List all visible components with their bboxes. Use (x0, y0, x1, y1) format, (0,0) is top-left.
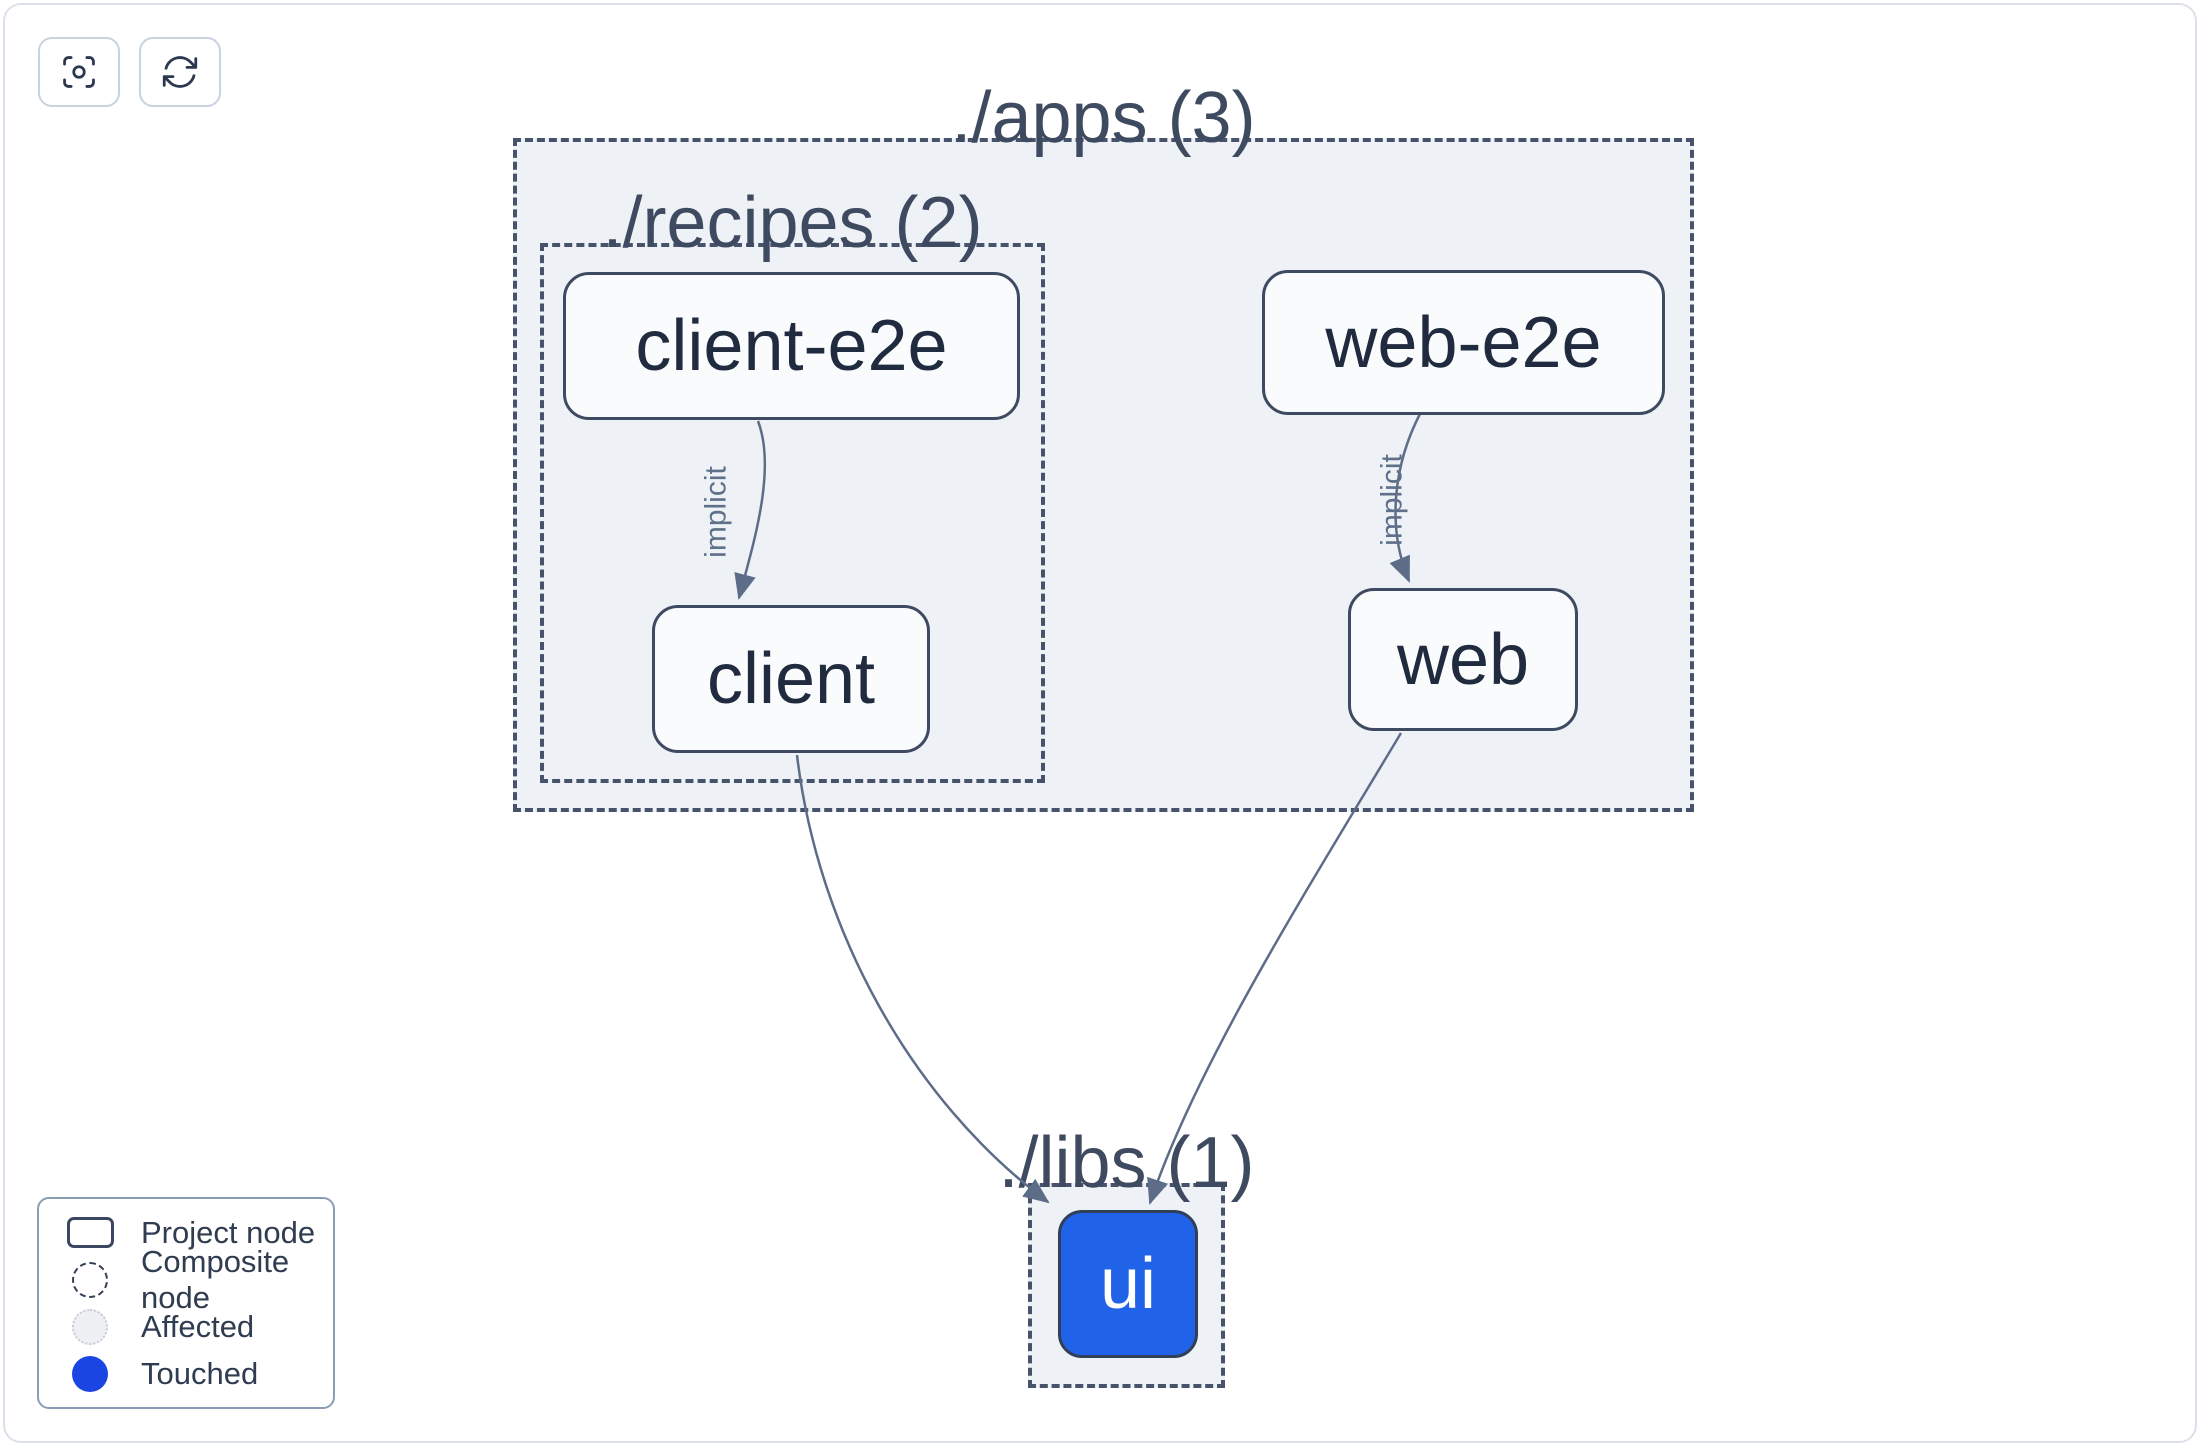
node-client-e2e[interactable]: client-e2e (563, 272, 1020, 420)
arrow-path-icon (159, 51, 201, 93)
node-ui[interactable]: ui (1058, 1210, 1198, 1358)
legend-item-project-node: Project node (39, 1209, 333, 1256)
node-client-e2e-label: client-e2e (635, 306, 948, 386)
legend-label: Project node (141, 1214, 316, 1250)
legend-item-composite-node: Composite node (39, 1244, 333, 1315)
center-graph-button[interactable] (38, 37, 120, 107)
legend-label: Affected (141, 1308, 255, 1344)
edge-client-e2e-to-client[interactable] (734, 420, 767, 600)
legend-item-touched: Touched (39, 1350, 333, 1397)
node-ui-label: ui (1099, 1244, 1157, 1324)
project-node-swatch-icon (66, 1217, 114, 1248)
edge-client-to-ui[interactable] (795, 754, 1050, 1204)
graph-legend: Project node Composite node Affected Tou… (37, 1197, 335, 1409)
edge-label-implicit-web: implicit (1376, 454, 1409, 546)
group-apps-title: ./apps (3) (951, 78, 1256, 159)
legend-item-affected: Affected (39, 1303, 333, 1350)
legend-label: Composite node (141, 1243, 290, 1315)
group-recipes-title: ./recipes (2) (602, 183, 983, 264)
edge-label-implicit-client: implicit (700, 466, 733, 558)
group-recipes: ./recipes (2) (540, 186, 1045, 783)
node-client[interactable]: client (652, 605, 930, 753)
edge-web-to-ui[interactable] (1147, 732, 1403, 1205)
node-client-label: client (706, 639, 876, 719)
node-web-label: web (1396, 619, 1530, 700)
legend-label: Touched (141, 1355, 259, 1391)
refresh-graph-button[interactable] (139, 37, 221, 107)
affected-swatch-icon (72, 1308, 108, 1345)
viewfinder-circle-icon (58, 51, 100, 93)
graph-toolbar (38, 37, 221, 107)
touched-swatch-icon (72, 1355, 108, 1392)
composite-node-swatch-icon (72, 1261, 108, 1298)
node-web-e2e[interactable]: web-e2e (1262, 270, 1665, 415)
node-web[interactable]: web (1348, 588, 1578, 731)
node-web-e2e-label: web-e2e (1325, 302, 1602, 383)
edge-web-e2e-to-web[interactable] (1389, 411, 1423, 583)
